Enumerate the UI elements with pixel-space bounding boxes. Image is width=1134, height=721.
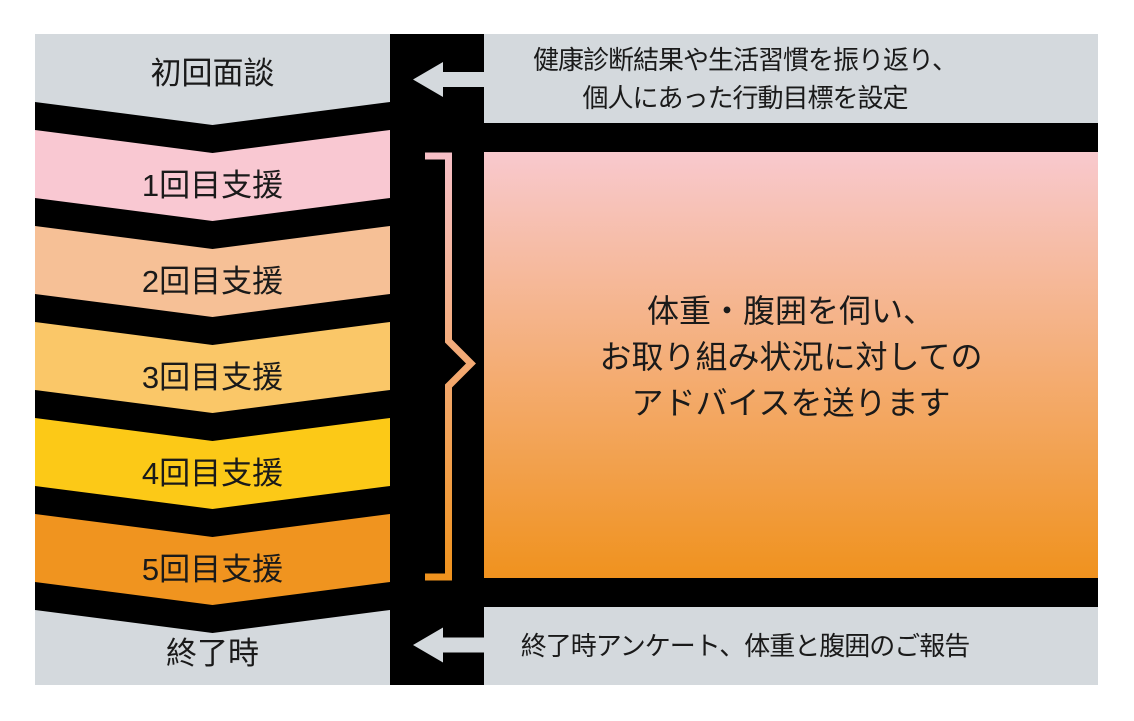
note-text-initial-line2: 個人にあった行動目標を設定 — [582, 82, 908, 113]
support-group-brace — [425, 152, 476, 581]
step-label-initial-interview: 初回面談 — [150, 56, 275, 91]
note-text-final: 終了時アンケート、体重と腹囲のご報告 — [484, 607, 1006, 685]
step-chevron-support-1 — [35, 130, 390, 221]
step-label-support-2: 2回目支援 — [141, 264, 284, 299]
arrow-left-initial-icon — [413, 62, 484, 97]
note-text-support-line3: アドバイスを送ります — [631, 385, 951, 421]
note-text-final-line1: 終了時アンケート、体重と腹囲のご報告 — [520, 631, 970, 661]
arrow-left-final-icon — [413, 627, 484, 663]
step-label-support-5: 5回目支援 — [141, 552, 284, 587]
note-box-final — [484, 607, 1098, 685]
note-box-initial — [484, 34, 1098, 123]
step-chevron-support-4 — [35, 418, 390, 509]
step-chevron-support-5 — [35, 514, 390, 605]
note-text-initial: 健康診断結果や生活習慣を振り返り、 個人にあった行動目標を設定 — [484, 34, 1006, 123]
step-chevron-support-2 — [35, 226, 390, 317]
step-label-support-3: 3回目支援 — [141, 360, 284, 395]
step-chevron-initial-interview — [35, 34, 390, 125]
note-box-support — [484, 152, 1098, 578]
step-chevron-final — [35, 610, 390, 685]
step-label-final: 終了時 — [166, 636, 259, 671]
note-text-initial-line1: 健康診断結果や生活習慣を振り返り、 — [533, 44, 958, 75]
step-label-support-4: 4回目支援 — [141, 456, 284, 491]
note-text-support-line2: お取り組み状況に対しての — [599, 339, 983, 375]
step-chevron-support-3 — [35, 322, 390, 413]
note-text-support: 体重・腹囲を伺い、 お取り組み状況に対しての アドバイスを送ります — [484, 152, 1098, 578]
step-label-support-1: 1回目支援 — [141, 168, 284, 203]
note-text-support-line1: 体重・腹囲を伺い、 — [646, 293, 935, 329]
